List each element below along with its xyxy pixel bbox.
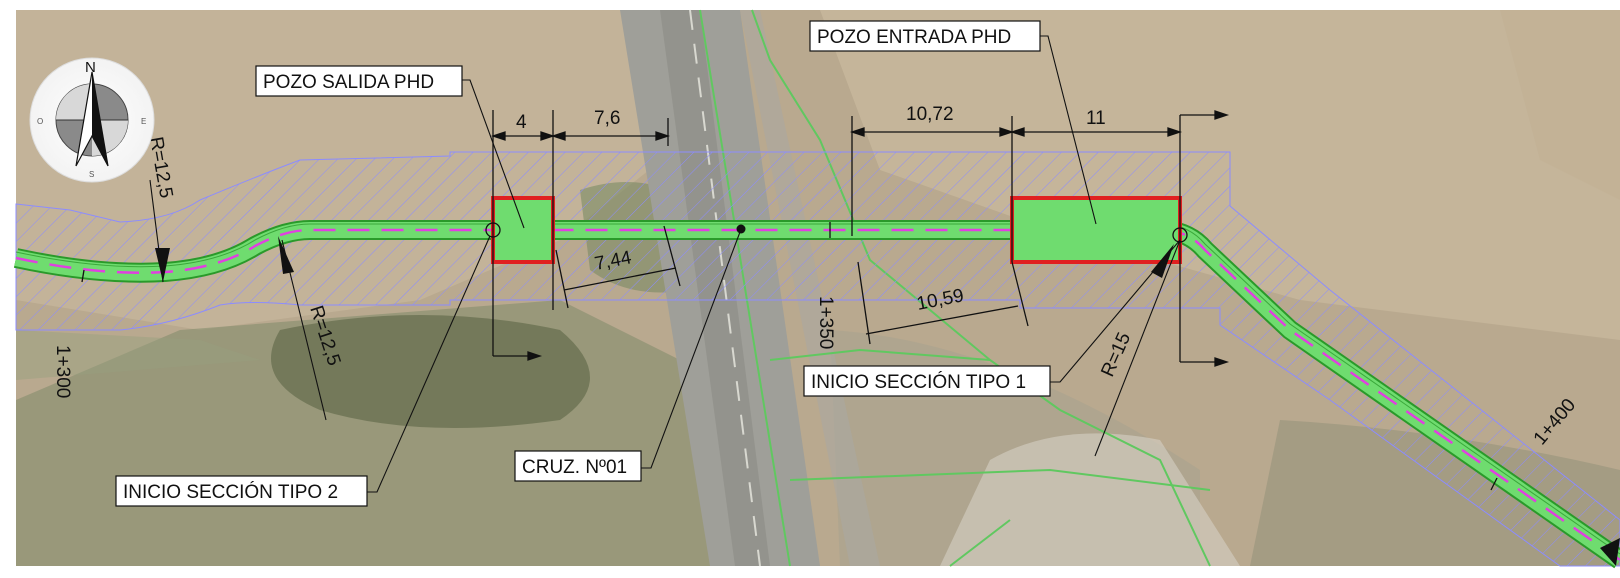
label-pozo-entrada: POZO ENTRADA PHD (817, 27, 1011, 48)
compass-east: E (141, 117, 146, 126)
compass-rose: N O E S (29, 57, 155, 183)
compass-north: N (85, 59, 96, 76)
callout-pozo-entrada: POZO ENTRADA PHD (809, 20, 1041, 52)
label-leaders (367, 35, 1181, 493)
axis-ticks (81, 222, 1498, 491)
callout-inicio-tipo-1: INICIO SECCIÓN TIPO 1 (803, 365, 1051, 397)
dim-11: 11 (1086, 108, 1106, 129)
label-inicio-tipo-2: INICIO SECCIÓN TIPO 2 (123, 481, 338, 503)
tick-1300 (81, 269, 85, 283)
shaft-entrada[interactable] (1010, 196, 1182, 264)
corner-arrow (1600, 538, 1620, 566)
dimension-lines (490, 110, 1183, 345)
dim-7-6: 7,6 (594, 108, 620, 129)
label-cruce: CRUZ. Nº01 (522, 457, 627, 478)
tick-1400 (1490, 477, 1498, 491)
section-markers (492, 110, 1230, 367)
chainage-1350: 1+350 (815, 296, 836, 349)
chainage-1300: 1+300 (52, 345, 73, 398)
label-pozo-salida: POZO SALIDA PHD (263, 72, 434, 93)
callout-cruce: CRUZ. Nº01 (514, 450, 642, 482)
label-inicio-tipo-1: INICIO SECCIÓN TIPO 1 (811, 371, 1026, 393)
compass-south: S (89, 170, 94, 179)
dim-10-72: 10,72 (906, 104, 954, 125)
compass-west: O (37, 117, 43, 126)
shaft-salida[interactable] (491, 196, 555, 264)
dim-4: 4 (516, 112, 527, 133)
point-crossing (736, 224, 746, 234)
callout-inicio-tipo-2: INICIO SECCIÓN TIPO 2 (115, 475, 368, 507)
callout-pozo-salida: POZO SALIDA PHD (255, 65, 463, 97)
